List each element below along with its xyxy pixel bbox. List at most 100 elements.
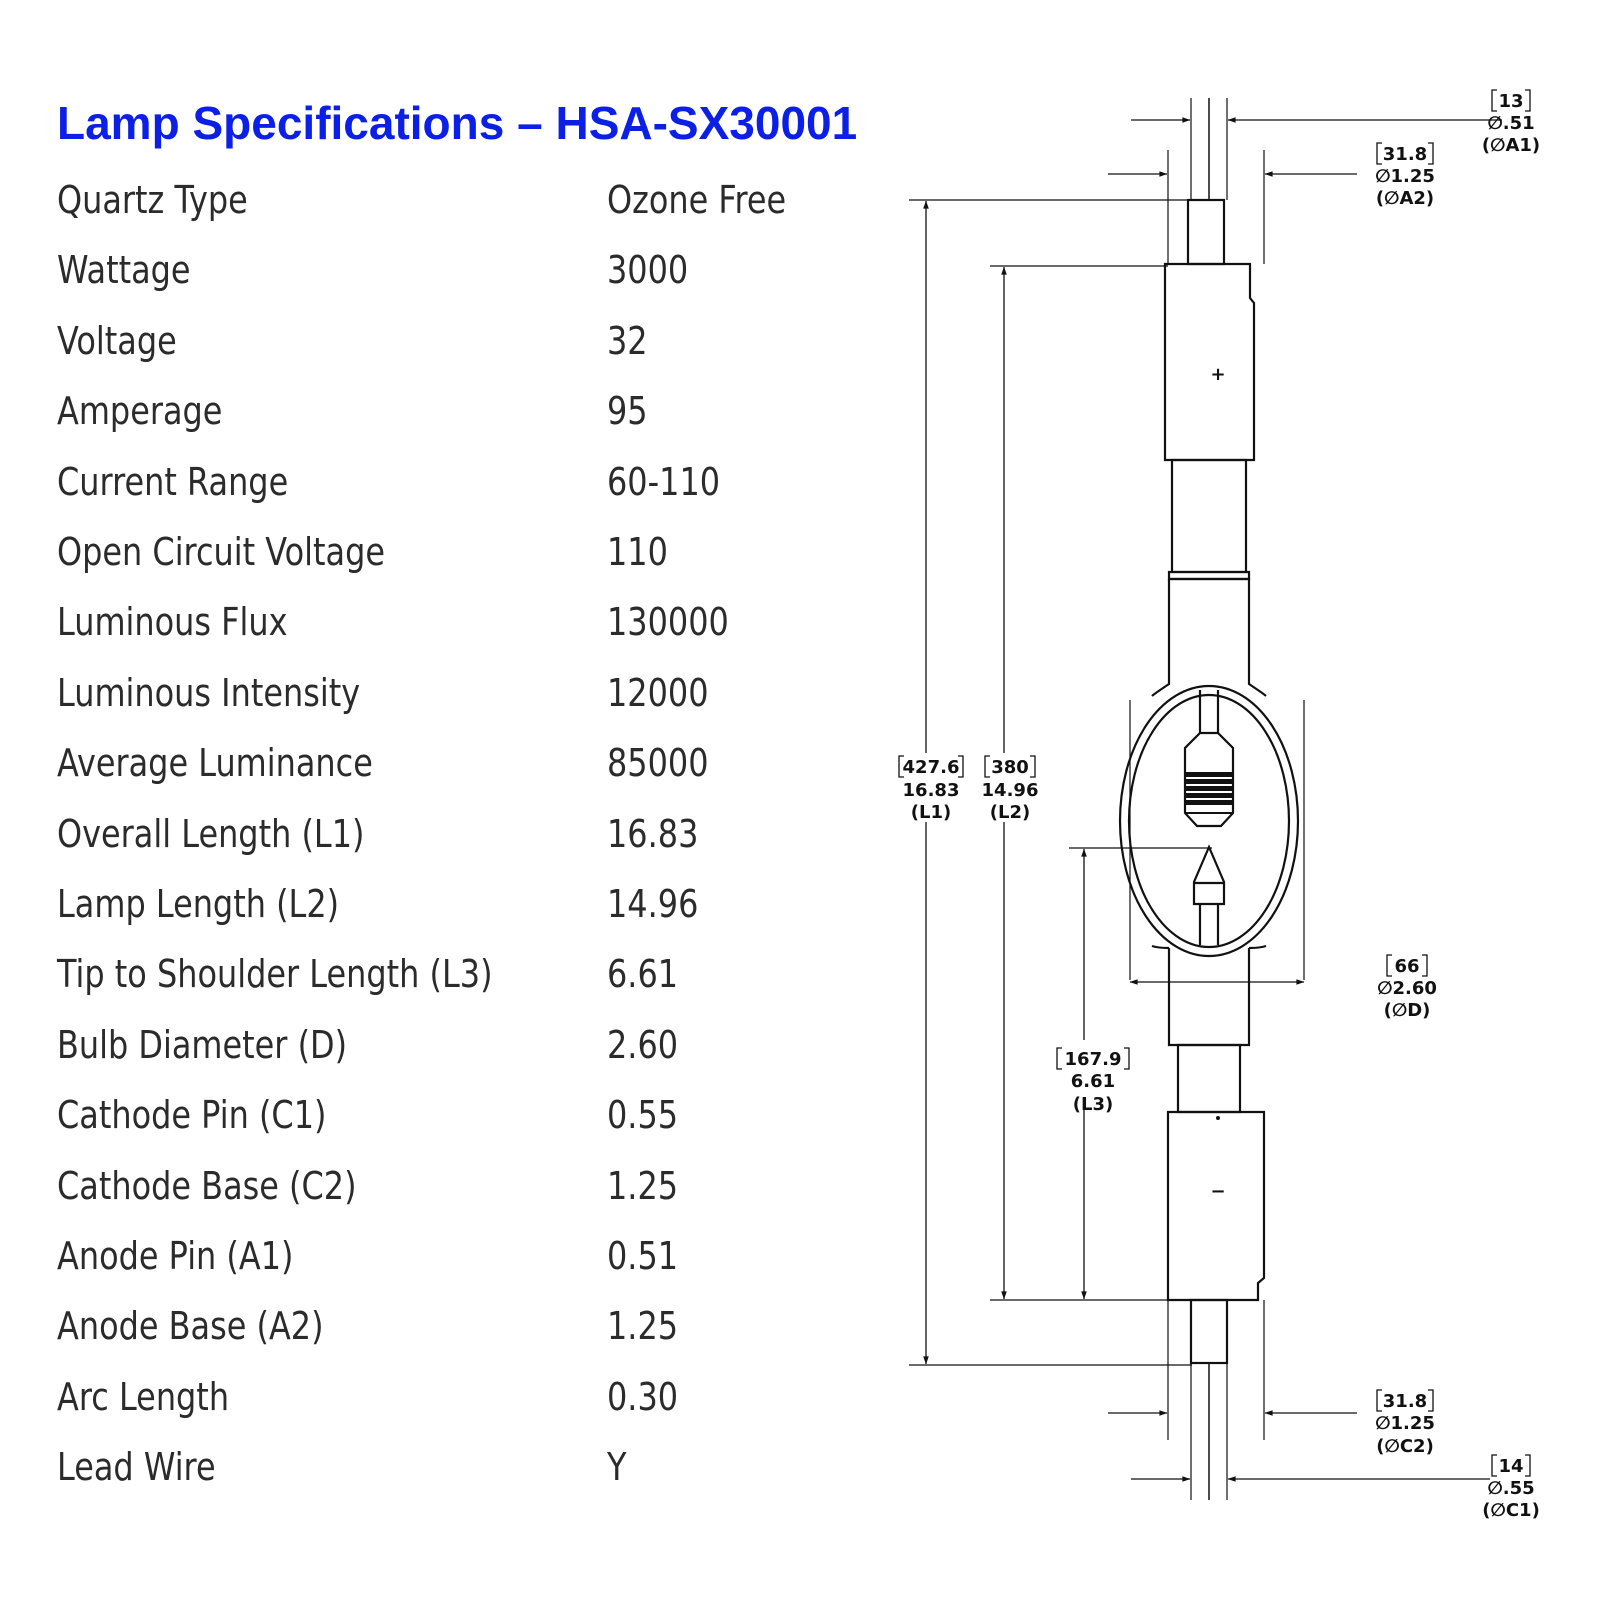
svg-text:∅1.25: ∅1.25 — [1375, 166, 1435, 187]
dim-label-l1: 427.6 16.83 (L1) — [898, 755, 964, 823]
anode-base — [1163, 262, 1256, 462]
anode-stem — [1198, 690, 1220, 733]
spec-label: Current Range — [57, 459, 289, 504]
spec-value: 6.61 — [607, 952, 679, 997]
dim-label-a2: 31.8 ∅1.25 (∅A2) — [1375, 142, 1435, 209]
spec-value: 60-110 — [607, 459, 721, 504]
dim-label-c2: 31.8 ∅1.25 (∅C2) — [1375, 1389, 1435, 1457]
svg-text:(L1): (L1) — [911, 802, 951, 823]
svg-text:427.6: 427.6 — [903, 757, 960, 778]
anode-shoulder — [1151, 577, 1267, 697]
spec-label: Overall Length (L1) — [57, 811, 365, 856]
cathode-electrode — [1192, 844, 1226, 906]
spec-row: Overall Length (L1) 16.83 — [57, 812, 817, 882]
spec-row: Amperage 95 — [57, 389, 817, 459]
spec-value: Y — [607, 1445, 627, 1490]
svg-text:31.8: 31.8 — [1383, 144, 1427, 165]
spec-row: Lead Wire Y — [57, 1445, 817, 1515]
svg-text:(∅C1): (∅C1) — [1482, 1500, 1540, 1521]
spec-value: 32 — [607, 318, 648, 363]
spec-row: Luminous Intensity 12000 — [57, 671, 817, 741]
spec-row: Tip to Shoulder Length (L3) 6.61 — [57, 952, 817, 1022]
svg-text:380: 380 — [991, 757, 1029, 778]
cathode-shoulder — [1151, 944, 1267, 1047]
spec-label: Bulb Diameter (D) — [57, 1022, 348, 1067]
spec-label: Quartz Type — [57, 178, 248, 222]
svg-text:∅.55: ∅.55 — [1487, 1478, 1534, 1499]
svg-text:(∅A1): (∅A1) — [1482, 135, 1540, 156]
spec-row: Wattage 3000 — [57, 248, 817, 318]
spec-value: 12000 — [607, 670, 709, 715]
anode-pin — [1186, 198, 1226, 266]
spec-label: Arc Length — [57, 1374, 230, 1419]
spec-row: Average Luminance 85000 — [57, 741, 817, 811]
spec-row: Voltage 32 — [57, 319, 817, 389]
spec-label: Cathode Pin (C1) — [57, 1093, 327, 1138]
spec-row: Arc Length 0.30 — [57, 1375, 817, 1445]
spec-value: 0.51 — [607, 1234, 679, 1278]
svg-text:14.96: 14.96 — [982, 780, 1039, 801]
svg-text:(∅C2): (∅C2) — [1376, 1436, 1434, 1457]
spec-row: Cathode Pin (C1) 0.55 — [57, 1093, 817, 1163]
spec-value: 110 — [607, 530, 668, 574]
dimension-lines — [923, 117, 1502, 1482]
dim-label-d: 66 ∅2.60 (∅D) — [1377, 954, 1437, 1021]
spec-label: Cathode Base (C2) — [57, 1163, 357, 1208]
svg-text:6.61: 6.61 — [1071, 1071, 1115, 1092]
svg-text:66: 66 — [1394, 956, 1419, 977]
lamp-outline — [1118, 98, 1300, 1500]
spec-row: Anode Base (A2) 1.25 — [57, 1304, 817, 1374]
svg-text:167.9: 167.9 — [1065, 1049, 1122, 1070]
dim-label-c1: 14 ∅.55 (∅C1) — [1482, 1454, 1540, 1521]
bulb-inner — [1127, 693, 1291, 949]
svg-text:∅.51: ∅.51 — [1487, 113, 1534, 134]
spec-value: 3000 — [607, 248, 689, 293]
spec-value: 95 — [607, 389, 648, 434]
spec-value: 1.25 — [607, 1304, 679, 1349]
spec-value: 85000 — [607, 741, 709, 786]
cathode-minus-icon: − — [1210, 1181, 1225, 1202]
extension-lines — [909, 98, 1305, 1500]
spec-row: Bulb Diameter (D) 2.60 — [57, 1023, 817, 1093]
anode-plus-icon: + — [1210, 364, 1225, 385]
spec-label: Tip to Shoulder Length (L3) — [57, 952, 493, 997]
spec-value: 2.60 — [607, 1022, 679, 1067]
spec-row: Anode Pin (A1) 0.51 — [57, 1234, 817, 1304]
page-title: Lamp Specifications – HSA-SX30001 — [57, 97, 858, 149]
spec-label: Voltage — [57, 318, 177, 363]
spec-row: Cathode Base (C2)1.25 — [57, 1164, 817, 1234]
spec-label: Wattage — [57, 248, 191, 293]
spec-label: Amperage — [57, 389, 223, 434]
spec-row: Current Range 60-110 — [57, 460, 817, 530]
spec-value: 0.55 — [607, 1093, 679, 1138]
svg-text:(L2): (L2) — [990, 802, 1030, 823]
dim-label-a1: 13 ∅.51 (∅A1) — [1482, 89, 1540, 156]
cathode-neck — [1176, 1043, 1242, 1114]
spec-value: 16.83 — [607, 811, 699, 856]
svg-text:(∅A2): (∅A2) — [1376, 188, 1434, 209]
spec-label: Anode Pin (A1) — [57, 1234, 294, 1278]
anode-coil-icon — [1185, 772, 1233, 814]
svg-text:13: 13 — [1498, 91, 1523, 112]
svg-text:∅1.25: ∅1.25 — [1375, 1413, 1435, 1434]
cathode-pin — [1189, 1298, 1229, 1365]
svg-text:∅2.60: ∅2.60 — [1377, 978, 1437, 999]
spec-label: Open Circuit Voltage — [57, 530, 386, 574]
bulb-outer — [1118, 684, 1300, 958]
spec-label: Lamp Length (L2) — [57, 882, 340, 926]
anode-electrode — [1183, 731, 1235, 828]
spec-label: Anode Base (A2) — [57, 1304, 324, 1349]
cathode-base — [1166, 1110, 1266, 1302]
svg-text:31.8: 31.8 — [1383, 1391, 1427, 1412]
spec-label: Luminous Intensity — [57, 670, 361, 715]
spec-label: Lead Wire — [57, 1445, 216, 1490]
anode-neck — [1170, 458, 1248, 574]
spec-label: Average Luminance — [57, 741, 373, 786]
spec-value: 0.30 — [607, 1374, 679, 1419]
svg-text:(∅D): (∅D) — [1384, 1000, 1431, 1021]
spec-row: Lamp Length (L2)14.96 — [57, 882, 817, 952]
svg-text:14: 14 — [1498, 1456, 1523, 1477]
dim-label-l2: 380 14.96 (L2) — [982, 755, 1039, 823]
